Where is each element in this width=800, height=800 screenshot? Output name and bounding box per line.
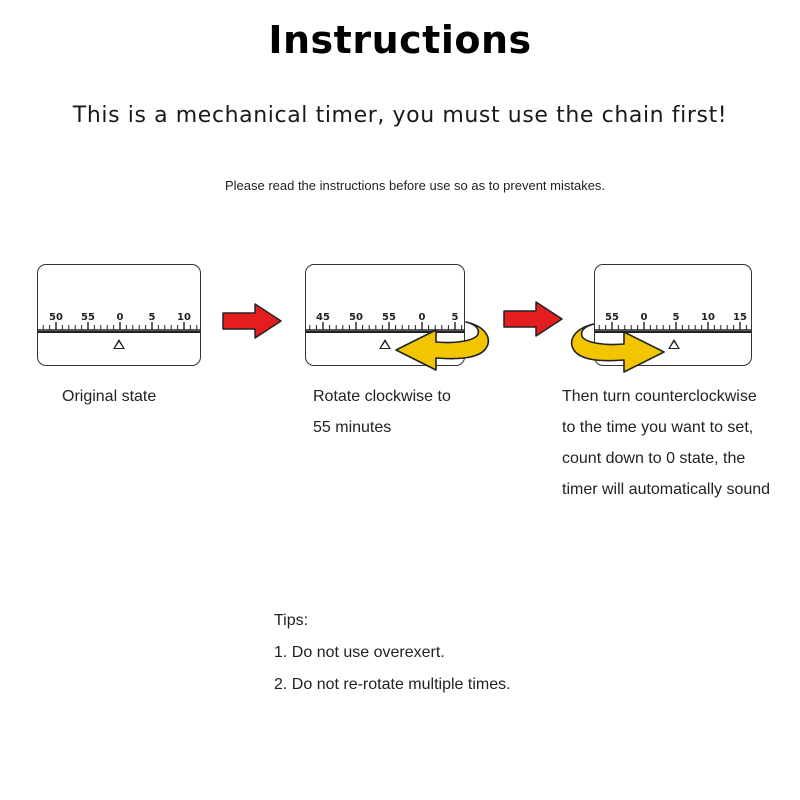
scale-label: 50 [349, 312, 363, 323]
scale-label: 55 [605, 312, 619, 323]
yellow-curved-arrow-icon [395, 321, 490, 371]
caption-line: Rotate clockwise to [313, 388, 451, 405]
tips-heading: Tips: [274, 612, 309, 629]
caption-rotate-clockwise: Rotate clockwise to 55 minutes [313, 381, 451, 443]
triangle-pointer-icon [668, 339, 680, 349]
caption-line: 55 minutes [313, 419, 392, 436]
page-subtitle: This is a mechanical timer, you must use… [72, 103, 728, 128]
page-title: Instructions [268, 18, 532, 62]
scale-label: 0 [117, 312, 124, 323]
scale-ruler-original: 50 55 0 5 10 [38, 312, 200, 331]
scale-label: 0 [641, 312, 648, 323]
timer-panel-original: 50 55 0 5 10 [37, 264, 201, 366]
caption-line: to the time you want to set, [562, 419, 754, 436]
tip-item: 2. Do not re-rotate multiple times. [274, 676, 511, 693]
tip-item: 1. Do not use overexert. [274, 644, 445, 661]
caption-line: timer will automatically sound [562, 481, 771, 498]
scale-label: 15 [733, 312, 747, 323]
scale-label: 55 [382, 312, 396, 323]
scale-label: 55 [81, 312, 95, 323]
scale-ruler-set: 55 0 5 10 15 [595, 312, 751, 331]
scale-label: 5 [673, 312, 680, 323]
caption-counterclockwise: Then turn counterclockwise to the time y… [562, 381, 770, 505]
triangle-pointer-icon [113, 339, 125, 349]
panel-divider [306, 331, 464, 333]
caption-line: Original state [62, 388, 157, 405]
red-right-arrow-icon [503, 301, 563, 337]
triangle-pointer-icon [379, 339, 391, 349]
tips-section: Tips: 1. Do not use overexert. 2. Do not… [274, 605, 511, 701]
caption-line: Then turn counterclockwise [562, 388, 757, 405]
panel-divider [38, 331, 200, 333]
scale-label: 50 [49, 312, 63, 323]
scale-label: 5 [149, 312, 156, 323]
scale-label: 0 [419, 312, 426, 323]
red-right-arrow-icon [222, 303, 282, 339]
scale-label: 5 [452, 312, 459, 323]
scale-ruler-rotate: 45 50 55 0 5 [306, 312, 464, 331]
scale-label: 10 [177, 312, 191, 323]
scale-label: 45 [316, 312, 330, 323]
scale-label: 10 [701, 312, 715, 323]
panel-divider [595, 331, 751, 333]
instruction-note: Please read the instructions before use … [224, 178, 606, 193]
yellow-curved-arrow-icon [570, 323, 665, 373]
caption-original-state: Original state [62, 381, 156, 412]
caption-line: count down to 0 state, the [562, 450, 746, 467]
